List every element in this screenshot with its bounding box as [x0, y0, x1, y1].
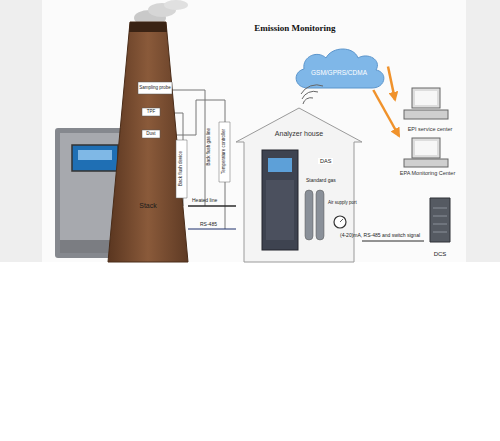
diagram-title: Emission Monitoring [240, 24, 350, 34]
stack-rim [129, 22, 167, 32]
cabinet-vent [433, 208, 447, 209]
tpf-tag-shape [142, 108, 160, 116]
smoke [148, 3, 176, 17]
analyzer-cabinet [262, 150, 298, 250]
computer-screen [415, 91, 437, 105]
node-text: Dust [146, 132, 155, 137]
cabinet-screen [72, 145, 118, 171]
edge-label: Heated line [192, 198, 217, 204]
sample-wire [172, 90, 205, 206]
network-cloud-shape [296, 49, 384, 88]
node-text: GSM/GPRS/CDMA [311, 69, 367, 76]
analyzer-door [266, 180, 294, 240]
panel-label: DAS [318, 158, 333, 164]
cabinet-vent [433, 216, 447, 217]
data-arrow [373, 90, 399, 136]
picture-centre [42, 0, 466, 262]
gauge-needle [340, 219, 343, 222]
dcs-cabinet: DCS [424, 198, 456, 258]
gas-cylinder [305, 190, 313, 240]
signal-line [362, 241, 424, 242]
monitoring-center: EPA Monitoring Center [380, 136, 475, 176]
node-text: Sampling probe [139, 86, 171, 91]
controller-wire [225, 182, 226, 229]
service-center: EPI service center [395, 86, 465, 132]
node-text: EPA Monitoring Center [400, 170, 456, 176]
smoke [164, 0, 188, 10]
node-text: Stack [139, 202, 157, 210]
network-cloud: GSM/GPRS/CDMA [290, 44, 388, 94]
computer-screen [415, 141, 437, 155]
data-arrow [388, 67, 395, 100]
dcs-cabinet-outline [424, 198, 456, 258]
stack-chimney-shape [108, 22, 188, 262]
heated-line [188, 205, 236, 207]
network-cloud-outline [290, 44, 388, 94]
cabinet-vent [433, 224, 447, 225]
device-box: Back flush device [176, 140, 187, 198]
line-label: Back flush gas line [207, 128, 212, 166]
dust-tag-shape [142, 130, 160, 138]
analyzer-screen [268, 158, 292, 172]
controller-box: Temperature controller [219, 122, 230, 182]
device-box-shape [176, 140, 187, 198]
part-label: Air supply port [328, 201, 357, 206]
pressure-gauge [334, 216, 346, 228]
wireless-wave [302, 91, 318, 99]
controller-box-shape [219, 122, 230, 182]
part-label: Standard gas [306, 178, 336, 184]
dcs-cabinet-shape [430, 198, 450, 242]
picture-panel [0, 0, 500, 262]
screen-display [78, 150, 112, 160]
computer-base [404, 110, 448, 119]
node-text: EPI service center [408, 126, 453, 132]
wireless-wave [303, 98, 313, 104]
node-text: TPF [147, 110, 156, 115]
gas-cylinder [316, 190, 324, 240]
edge-label: RS-485 [200, 222, 217, 228]
signal-line [188, 229, 236, 230]
analyzer-house-outline [236, 106, 362, 262]
node-text: Temperature controller [222, 129, 227, 174]
probe-tag: Sampling probe [138, 82, 172, 94]
analyzer-house-shape [236, 108, 362, 262]
computer-monitor [412, 88, 440, 108]
cabinet-vent [433, 232, 447, 233]
computer-base [404, 159, 448, 167]
wireless-wave [301, 85, 323, 94]
dust-tag: Dust [142, 130, 160, 138]
node-text: DCS [434, 251, 447, 258]
edge-label: (4-20)mA, RS-485 and switch signal [340, 233, 420, 239]
computer-monitor [412, 138, 440, 158]
node-text: Back flush device [179, 151, 184, 186]
tpf-tag: TPF [142, 108, 160, 116]
node-text: Analyzer house [275, 130, 323, 138]
analyzer-house: Analyzer house [236, 106, 362, 262]
probe-tag-shape [138, 82, 172, 94]
